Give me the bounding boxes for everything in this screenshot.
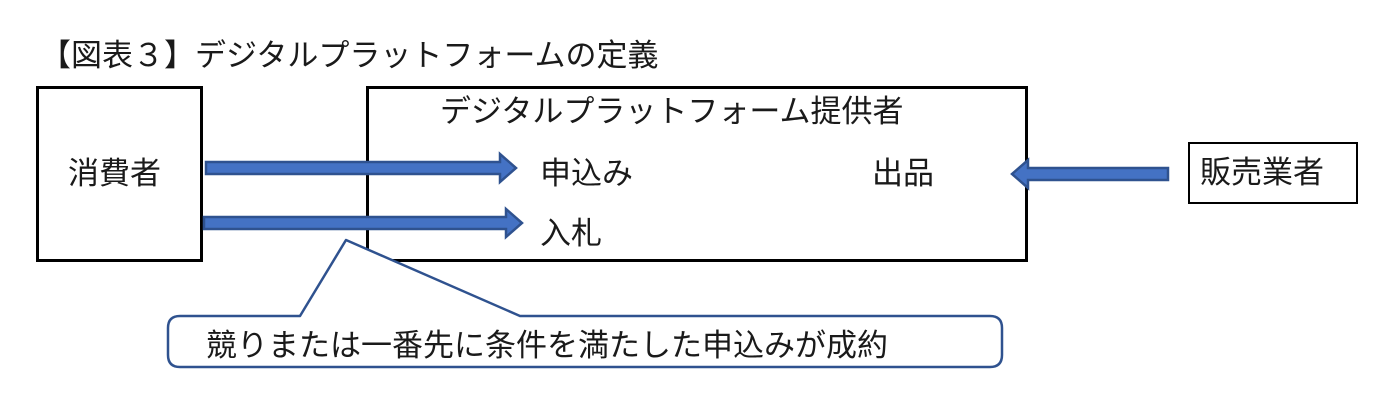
bid-label: 入札 [540,216,602,252]
seller-label: 販売業者 [1200,155,1324,191]
arrow-listing [1010,157,1170,191]
arrow-bid [202,206,524,240]
application-label: 申込み [540,156,633,192]
arrow-application [204,151,518,185]
callout-bubble [166,238,1004,369]
consumer-label: 消費者 [68,156,161,192]
consumer-box [36,86,203,262]
figure-title: 【図表３】デジタルプラットフォームの定義 [40,38,659,74]
platform-provider-label: デジタルプラットフォーム提供者 [440,94,904,130]
seller-box [1188,142,1358,204]
callout-text: 競りまたは一番先に条件を満たした申込みが成約 [206,328,888,364]
listing-label: 出品 [872,156,934,192]
